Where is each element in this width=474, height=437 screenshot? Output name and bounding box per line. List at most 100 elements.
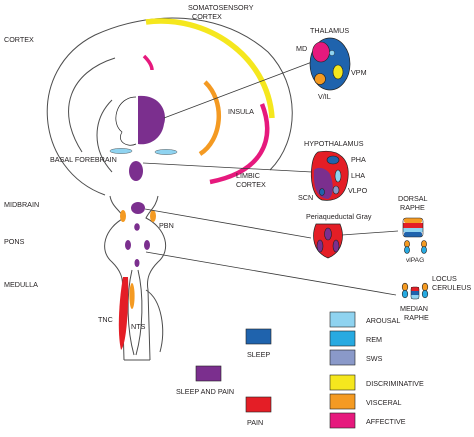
somatosensory-cortex-arc — [145, 18, 275, 119]
limbic-inner-outline — [96, 99, 113, 173]
leader-pag — [144, 208, 312, 239]
lc-left — [125, 240, 131, 250]
inner-cortex-outline — [68, 57, 116, 153]
dr-stripe-4 — [404, 232, 422, 237]
lc-inset-right-top — [421, 282, 429, 292]
pag-center-nucleus — [324, 227, 332, 241]
label-vlpo: VLPO — [348, 186, 368, 195]
label-dorsal: DORSAL — [398, 194, 428, 203]
legend-label-sws: SWS — [366, 354, 383, 363]
hypothalamus-lha-nucleus — [334, 169, 342, 183]
dr-stripe-1 — [404, 218, 422, 223]
label-lha: LHA — [351, 171, 365, 180]
label-tnc: TNC — [98, 315, 113, 324]
median-raphe-stripe-1 — [411, 287, 419, 291]
legend-label-discriminative: DISCRIMINATIVE — [366, 379, 424, 388]
label-limbic: LIMBIC — [236, 171, 260, 180]
label-somatosensory-2: CORTEX — [192, 12, 222, 21]
raphe-lower — [134, 259, 140, 267]
label-basal-forebrain: BASAL FOREBRAIN — [50, 155, 117, 164]
label-cortex: CORTEX — [4, 35, 34, 44]
dr-outline — [402, 217, 424, 238]
vlpag-left-bottom — [404, 246, 410, 254]
legend-swatch-sleep — [245, 328, 272, 345]
limbic-cortex-arc — [209, 103, 270, 185]
thalamus-purple — [138, 95, 165, 145]
median-raphe-outline — [410, 286, 420, 300]
vlpag-right-bottom — [421, 246, 427, 254]
legend-swatch-discriminative — [329, 374, 356, 391]
label-hypothalamus: HYPOTHALAMUS — [304, 139, 364, 148]
tnc-nucleus — [118, 277, 129, 350]
thalamus-inset — [309, 37, 351, 91]
leader-hypothalamus — [142, 162, 313, 173]
label-nts: NTS — [131, 322, 146, 331]
label-locus: LOCUS — [432, 274, 457, 283]
leader-locus-ceruleus — [145, 251, 397, 296]
brainstem-outline-left — [104, 195, 125, 361]
thalamus-vpm-nucleus — [332, 64, 344, 80]
insula-arc — [198, 80, 221, 156]
label-vlpag: vlPAG — [406, 257, 424, 264]
label-thalamus: THALAMUS — [310, 26, 349, 35]
inset-labels: THALAMUS MD VPM V/IL HYPOTHALAMUS PHA LH… — [296, 26, 471, 322]
legend-label-visceral: VISCERAL — [366, 398, 402, 407]
legend-swatch-visceral — [329, 393, 356, 410]
cortex-outline — [46, 17, 293, 196]
brainstem-outline-right — [145, 195, 167, 361]
legend-swatch-rem — [329, 330, 356, 347]
legend-label-sleep: SLEEP — [247, 350, 270, 359]
label-somatosensory-1: SOMATOSENSORY — [188, 3, 254, 12]
region-labels: CORTEX SOMATOSENSORY CORTEX INSULA LIMBI… — [4, 3, 266, 331]
lc-inset-left-top — [401, 282, 409, 292]
nts-nucleus — [129, 283, 135, 309]
small-affective-arc — [142, 54, 154, 71]
pag-right-nucleus — [332, 239, 340, 253]
basal-forebrain-left — [109, 148, 133, 154]
label-medulla: MEDULLA — [4, 280, 38, 289]
label-limbic-cortex: CORTEX — [236, 180, 266, 189]
medulla-right-lobe — [135, 269, 143, 356]
label-scn: SCN — [298, 193, 313, 202]
legend-swatch-sleep-and-pain — [195, 365, 222, 382]
basal-forebrain-right — [154, 149, 178, 155]
label-pons: PONS — [4, 237, 25, 246]
pbn-right — [150, 210, 156, 222]
label-md: MD — [296, 44, 307, 53]
label-vpm: VPM — [351, 68, 367, 77]
label-pag: Periaqueductal Gray — [306, 212, 372, 221]
label-insula: INSULA — [228, 107, 254, 116]
legend-swatch-pain — [245, 396, 272, 413]
pag-left-nucleus — [316, 239, 324, 253]
dorsal-raphe-inset — [402, 217, 427, 254]
legend-label-affective: AFFECTIVE — [366, 417, 406, 426]
medulla-extension — [145, 289, 164, 353]
hypothalamus-purple-region — [313, 167, 333, 199]
hypothalamus-vlpo-nucleus — [332, 185, 340, 195]
raphe-upper — [134, 223, 140, 231]
brain-thalamus — [115, 95, 165, 146]
median-raphe-stripe-2 — [411, 291, 419, 295]
lc-right — [144, 240, 150, 250]
leader-thalamus — [163, 61, 313, 119]
thalamus-left-outline — [115, 96, 137, 146]
label-ceruleus: CERULEUS — [432, 283, 471, 292]
median-raphe-stripe-3 — [411, 295, 419, 299]
lc-inset-right-bottom — [421, 289, 429, 299]
thalamus-md-nucleus — [312, 41, 330, 63]
label-midbrain: MIDBRAIN — [4, 200, 39, 209]
thalamus-dot — [329, 50, 335, 56]
legend-swatch-sws — [329, 349, 356, 366]
label-median-raphe: RAPHE — [404, 313, 429, 322]
label-pha: PHA — [351, 155, 366, 164]
lc-inset-left-bottom — [401, 289, 409, 299]
label-pbn: PBN — [159, 221, 174, 230]
hypothalamus-pha-nucleus — [326, 155, 340, 165]
legend-label-sleep-and-pain: SLEEP AND PAIN — [176, 387, 234, 396]
hypothalamus-inset — [310, 150, 349, 201]
thalamus-vil-nucleus — [314, 73, 326, 85]
pag-inset — [313, 223, 343, 259]
dr-stripe-2 — [403, 223, 423, 228]
leader-pag-dr — [341, 230, 399, 236]
